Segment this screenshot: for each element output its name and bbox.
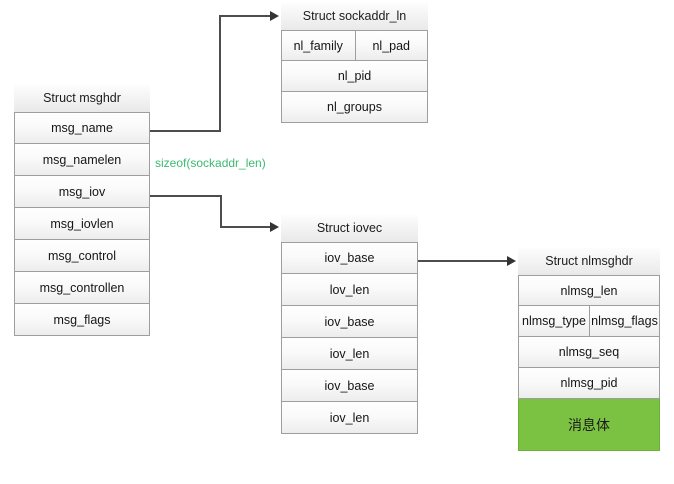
struct-msghdr-header: Struct msghdr <box>14 85 150 112</box>
field-nlmsg-type: nlmsg_type <box>522 314 586 328</box>
field-iov-len-3: iov_len <box>281 402 418 434</box>
field-label: msg_iovlen <box>50 216 114 231</box>
field-nlmsg-flags: nlmsg_flags <box>589 306 659 336</box>
field-label: iov_len <box>329 410 370 425</box>
field-nlmsg-len: nlmsg_len <box>518 275 660 306</box>
field-nl-pid: nl_pid <box>281 61 428 92</box>
field-label: msg_flags <box>53 312 111 327</box>
struct-nlmsghdr: Struct nlmsghdr nlmsg_len nlmsg_type nlm… <box>518 248 660 451</box>
field-msg-name: msg_name <box>14 112 150 144</box>
field-label: nlmsg_pid <box>560 376 618 390</box>
field-label: iov_base <box>324 378 375 393</box>
connector-msgiov-arrowhead <box>270 222 279 232</box>
field-label: msg_control <box>47 248 117 263</box>
field-msg-iovlen: msg_iovlen <box>14 208 150 240</box>
field-nl-groups: nl_groups <box>281 92 428 123</box>
field-iov-len-1: lov_len <box>281 274 418 306</box>
field-label: 消息体 <box>568 416 610 433</box>
connector-iovbase-arrowhead <box>507 256 516 266</box>
field-msg-controllen: msg_controllen <box>14 272 150 304</box>
field-msg-flags: msg_flags <box>14 304 150 336</box>
struct-nlmsghdr-header: Struct nlmsghdr <box>518 248 660 275</box>
field-iov-base-1: iov_base <box>281 242 418 274</box>
annotation-sizeof: sizeof(sockaddr_len) <box>155 156 266 170</box>
connector-msgname-seg-v <box>219 15 221 132</box>
connector-msgname-arrowhead <box>270 11 279 21</box>
field-label: msg_namelen <box>42 152 122 167</box>
connector-msgname-seg-h1 <box>150 130 221 132</box>
field-label: nl_pid <box>337 69 372 83</box>
struct-iovec-title: Struct iovec <box>316 220 383 235</box>
field-nlmsg-type-flags: nlmsg_type nlmsg_flags <box>518 306 660 337</box>
connector-msgiov-seg-h1 <box>150 195 222 197</box>
struct-iovec-header: Struct iovec <box>281 215 418 242</box>
annotation-sizeof-text: sizeof(sockaddr_len) <box>155 156 266 170</box>
field-label: msg_controllen <box>39 280 125 295</box>
field-label: msg_iov <box>58 184 106 199</box>
field-message-body: 消息体 <box>518 399 660 451</box>
field-label: lov_len <box>329 282 370 297</box>
field-label: iov_base <box>324 251 375 265</box>
field-msg-namelen: msg_namelen <box>14 144 150 176</box>
struct-nlmsghdr-rows: nlmsg_len nlmsg_type nlmsg_flags nlmsg_s… <box>518 275 660 451</box>
struct-sockaddr-nl: Struct sockaddr_ln nl_family nl_pad nl_p… <box>281 3 428 123</box>
struct-nlmsghdr-title: Struct nlmsghdr <box>545 253 633 268</box>
struct-sockaddr-nl-rows: nl_family nl_pad nl_pid nl_groups <box>281 30 428 123</box>
struct-sockaddr-nl-header: Struct sockaddr_ln <box>281 3 428 30</box>
field-iov-base-3: iov_base <box>281 370 418 402</box>
struct-msghdr-title: Struct msghdr <box>43 90 121 105</box>
field-nl-family-pad: nl_family nl_pad <box>281 30 428 61</box>
field-label: nlmsg_len <box>560 283 618 298</box>
field-label: msg_name <box>51 121 113 135</box>
field-msg-control: msg_control <box>14 240 150 272</box>
field-iov-len-2: iov_len <box>281 338 418 370</box>
field-nl-pad: nl_pad <box>354 31 428 60</box>
struct-msghdr: Struct msghdr msg_name msg_namelen msg_i… <box>14 85 150 336</box>
field-label: iov_len <box>329 346 370 361</box>
field-label: nlmsg_seq <box>558 345 620 359</box>
connector-msgname-seg-h2 <box>219 15 271 17</box>
struct-sockaddr-nl-title: Struct sockaddr_ln <box>302 8 407 23</box>
connector-msgiov-seg-h2 <box>220 226 271 228</box>
field-label: nl_groups <box>327 100 382 114</box>
field-nlmsg-pid: nlmsg_pid <box>518 368 660 399</box>
connector-msgiov-seg-v <box>220 195 222 228</box>
struct-msghdr-rows: msg_name msg_namelen msg_iov msg_iovlen … <box>14 112 150 336</box>
struct-iovec: Struct iovec iov_base lov_len iov_base i… <box>281 215 418 434</box>
field-nlmsg-seq: nlmsg_seq <box>518 337 660 368</box>
field-msg-iov: msg_iov <box>14 176 150 208</box>
connector-iovbase-seg-h <box>418 260 508 262</box>
field-iov-base-2: iov_base <box>281 306 418 338</box>
field-nl-family: nl_family <box>293 38 343 53</box>
struct-iovec-rows: iov_base lov_len iov_base iov_len iov_ba… <box>281 242 418 434</box>
field-label: iov_base <box>324 314 375 329</box>
